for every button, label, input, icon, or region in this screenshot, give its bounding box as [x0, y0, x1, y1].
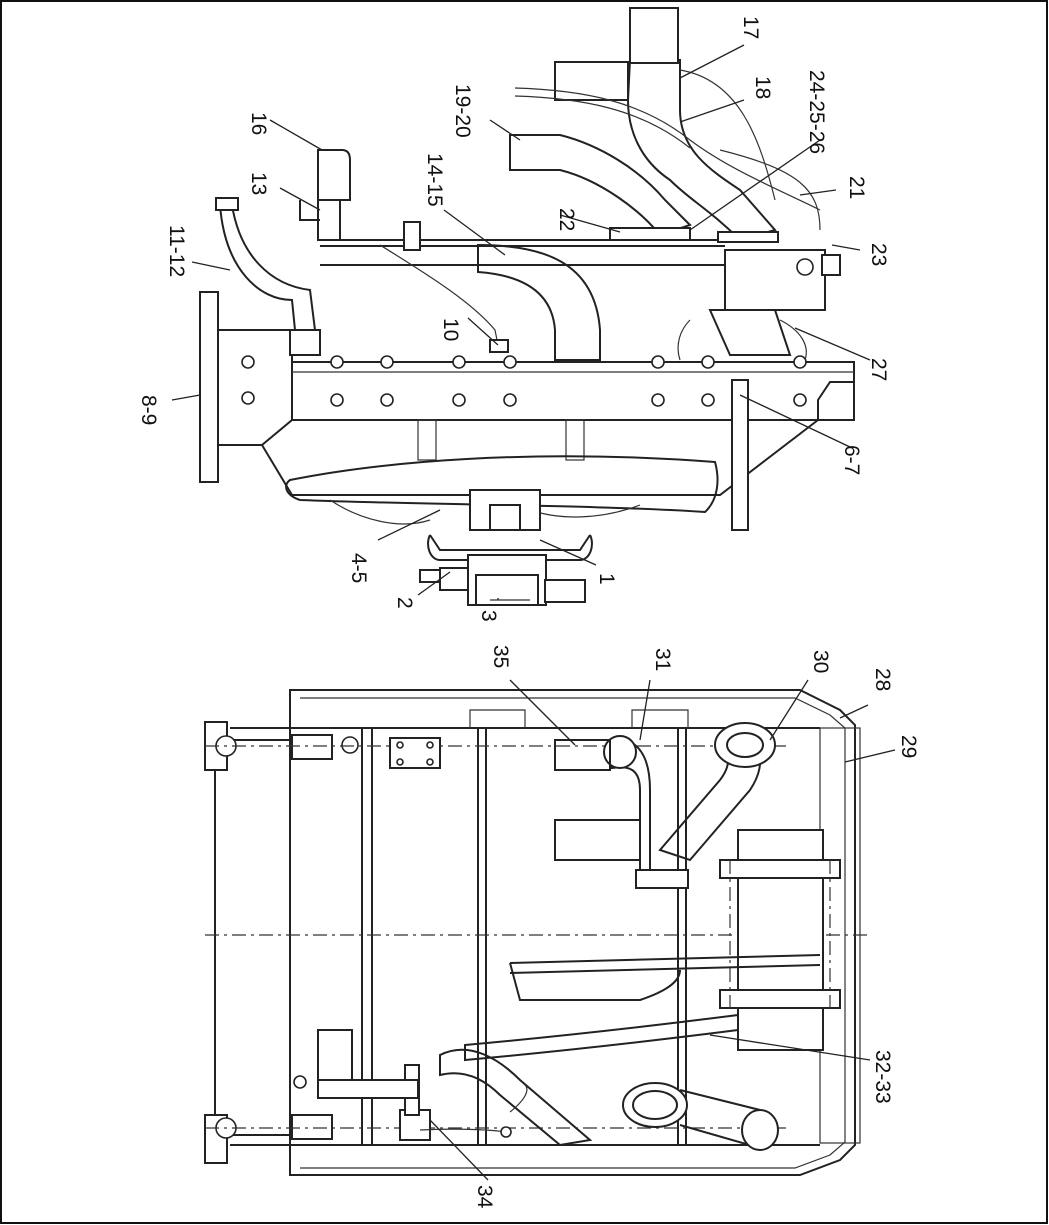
label-8-9: 8-9: [137, 395, 160, 425]
label-30: 30: [809, 650, 832, 673]
label-35: 35: [489, 645, 512, 668]
label-28: 28: [871, 668, 894, 691]
side-view: [199, 7, 855, 606]
label-22: 22: [555, 208, 578, 231]
lower-elbow: [439, 1048, 593, 1147]
label-18: 18: [751, 76, 774, 99]
mounting-flange: [199, 291, 219, 483]
base-frame: [289, 689, 856, 1176]
label-24-25-26: 24-25-26: [805, 70, 828, 154]
label-11-12: 11-12: [165, 225, 188, 277]
label-17: 17: [739, 16, 762, 39]
label-10: 10: [439, 318, 462, 341]
label-13: 13: [247, 172, 270, 195]
pipe-17: [679, 69, 776, 201]
hose-10: [379, 244, 499, 346]
label-1: 1: [595, 573, 618, 585]
pipe-18: [626, 59, 777, 242]
radiator-panel: [214, 739, 291, 1136]
pipe-19-20: [509, 134, 692, 237]
fan-blade: [285, 455, 719, 514]
radiator-bolts: [241, 355, 807, 407]
tank-16: [317, 149, 351, 201]
label-4-5: 4-5: [347, 553, 370, 583]
label-14-15: 14-15: [423, 153, 446, 207]
label-32-33: 32-33: [871, 1050, 894, 1104]
hydraulic-motor: [419, 554, 586, 606]
label-34: 34: [473, 1185, 496, 1209]
pipe-21: [719, 149, 821, 231]
label-27: 27: [867, 358, 890, 381]
radiator-shroud: [217, 329, 293, 446]
label-23: 23: [867, 243, 890, 266]
fan-drive-hub: [427, 489, 593, 561]
label-6-7: 6-7: [840, 445, 863, 475]
label-19-20: 19-20: [451, 84, 474, 138]
plan-view: [204, 689, 870, 1176]
label-2: 2: [393, 597, 416, 609]
pipe-35: [554, 739, 611, 771]
elbow-14-15: [477, 243, 601, 361]
hose-11-12: [218, 204, 317, 331]
label-31: 31: [651, 648, 674, 671]
label-21: 21: [845, 176, 868, 199]
label-29: 29: [897, 735, 920, 758]
label-16: 16: [247, 112, 270, 135]
part-labels: 1 2 3 4-5 6-7 8-9 10 11-12 13 14-15 16 1…: [137, 16, 920, 1209]
label-3: 3: [477, 610, 500, 622]
side-bracket: [731, 379, 749, 531]
leader-lines: [171, 44, 896, 1181]
radiator-core: [291, 361, 855, 421]
pipe-32-33: [464, 1013, 739, 1062]
